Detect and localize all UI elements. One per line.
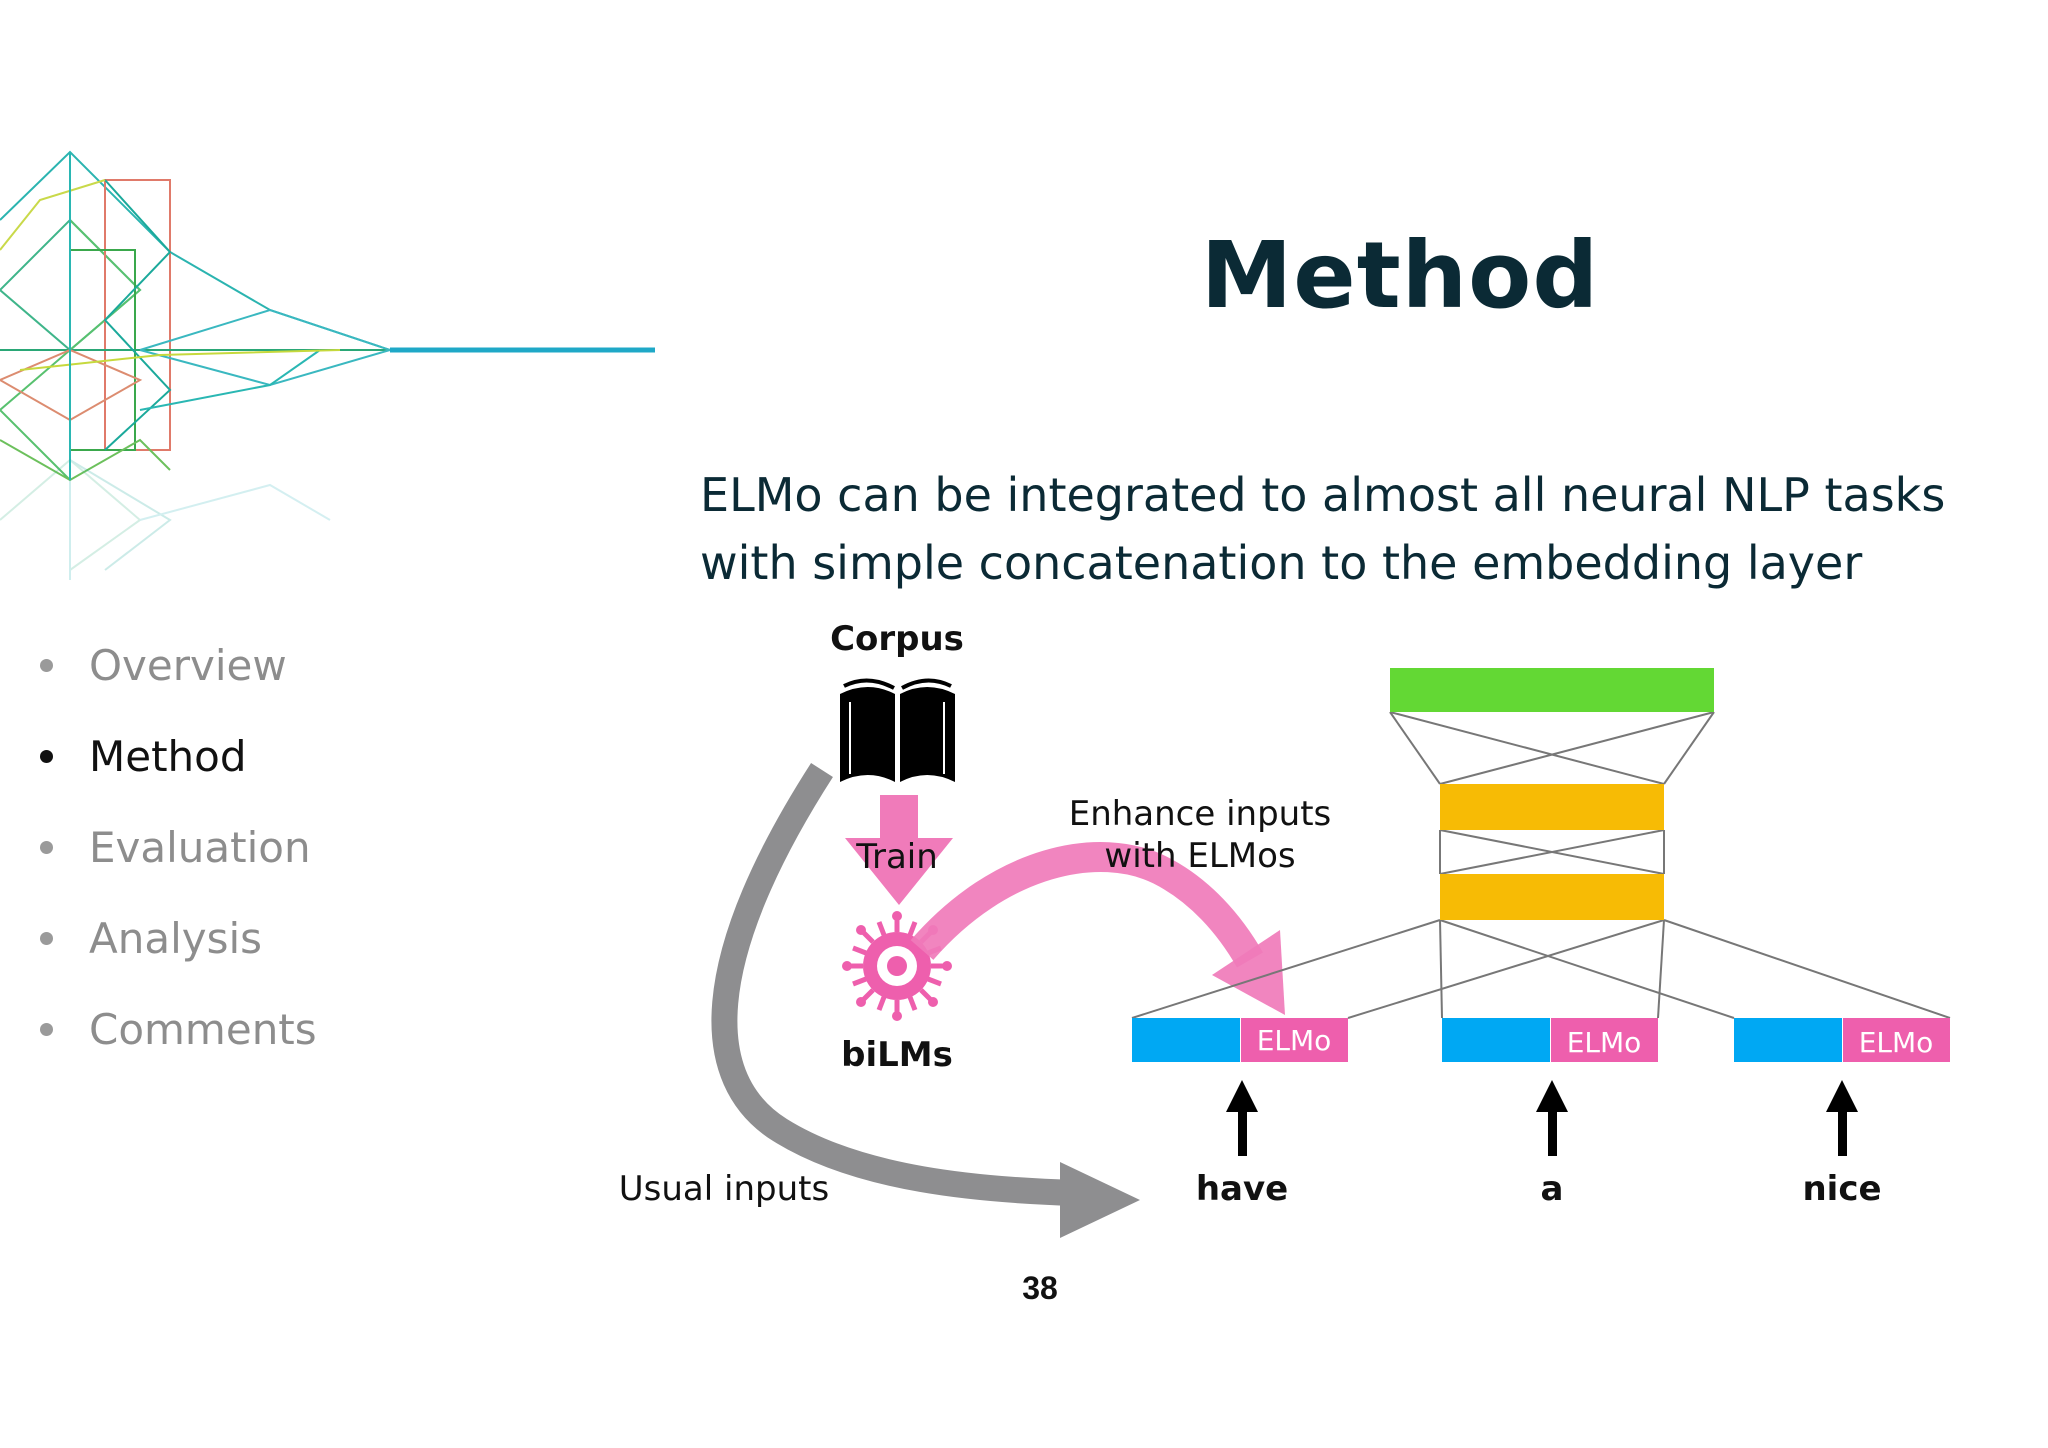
hidden-layer-1 <box>1440 874 1664 920</box>
hidden-layer-2 <box>1440 784 1664 830</box>
subtitle-line-1: ELMo can be integrated to almost all neu… <box>700 468 1946 522</box>
usual-inputs-arrowhead <box>1060 1162 1140 1238</box>
elmo-label-have: ELMo <box>1257 1024 1332 1057</box>
decorative-line-art <box>0 150 655 580</box>
bullet-icon <box>40 1023 53 1036</box>
output-layer <box>1390 668 1714 712</box>
nav-item-label: Overview <box>89 640 287 690</box>
nav-item-evaluation[interactable]: Evaluation <box>30 802 317 893</box>
book-icon <box>840 678 955 786</box>
nav-item-label: Method <box>89 731 247 781</box>
train-label: Train <box>855 837 938 877</box>
word-a: a <box>1541 1169 1564 1209</box>
up-arrow-have <box>1226 1080 1258 1156</box>
nav-item-label: Analysis <box>89 913 263 963</box>
elmo-label-nice: ELMo <box>1859 1026 1934 1059</box>
nav-item-label: Evaluation <box>89 822 311 872</box>
section-nav: Overview Method Evaluation Analysis Comm… <box>30 620 317 1075</box>
elmo-embedding-have <box>1241 1018 1348 1062</box>
nav-item-overview[interactable]: Overview <box>30 620 317 711</box>
bullet-icon <box>40 932 53 945</box>
enhance-label-line1: Enhance inputs <box>1069 794 1332 834</box>
up-arrow-nice <box>1826 1080 1858 1156</box>
word-embedding-a <box>1442 1018 1550 1062</box>
word-have: have <box>1196 1169 1288 1209</box>
page-number: 38 <box>1022 1270 1058 1306</box>
nav-item-method[interactable]: Method <box>30 711 317 802</box>
usual-inputs-label: Usual inputs <box>619 1169 829 1209</box>
bullet-icon <box>40 841 53 854</box>
bullet-icon <box>40 659 53 672</box>
nav-item-comments[interactable]: Comments <box>30 984 317 1075</box>
bilms-label: biLMs <box>841 1035 953 1075</box>
corpus-label: Corpus <box>830 619 964 659</box>
word-nice: nice <box>1802 1169 1881 1209</box>
nav-item-analysis[interactable]: Analysis <box>30 893 317 984</box>
network-connections <box>1131 711 1951 1019</box>
up-arrow-a <box>1536 1080 1568 1156</box>
enhance-label-line2: with ELMos <box>1104 836 1295 876</box>
usual-inputs-arrow <box>711 762 1076 1206</box>
bilm-icon <box>842 911 952 1021</box>
elmo-label-a: ELMo <box>1567 1026 1642 1059</box>
elmo-embedding-a <box>1551 1018 1658 1062</box>
word-embedding-nice <box>1734 1018 1842 1062</box>
train-arrow <box>845 795 953 905</box>
subtitle-line-2: with simple concatenation to the embeddi… <box>700 536 1863 590</box>
nav-item-label: Comments <box>89 1004 317 1054</box>
word-embedding-have <box>1132 1018 1240 1062</box>
enhance-arrow <box>910 842 1264 968</box>
enhance-arrowhead <box>1212 930 1285 1015</box>
bullet-icon <box>40 750 53 763</box>
elmo-embedding-nice <box>1843 1018 1950 1062</box>
slide-title: Method <box>1200 222 1600 329</box>
